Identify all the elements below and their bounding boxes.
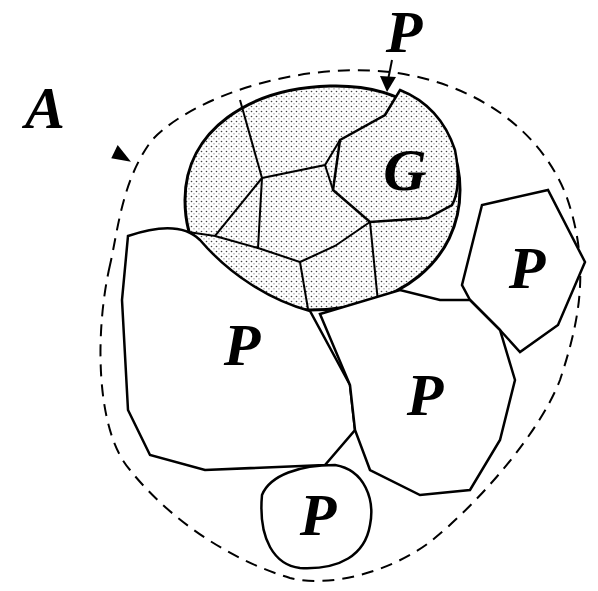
cell-letter: G [383, 140, 426, 200]
cell-letter: P [509, 238, 546, 298]
parenchyma-cell: P [255, 460, 380, 575]
parenchyma-cell: P [118, 220, 363, 475]
cell-letter: P [300, 485, 337, 545]
part-label: P [386, 2, 423, 62]
gland-cell: G [333, 85, 463, 225]
cell-letter: P [224, 315, 261, 375]
cell-letter: A [25, 78, 65, 138]
cell-letter: P [407, 365, 444, 425]
